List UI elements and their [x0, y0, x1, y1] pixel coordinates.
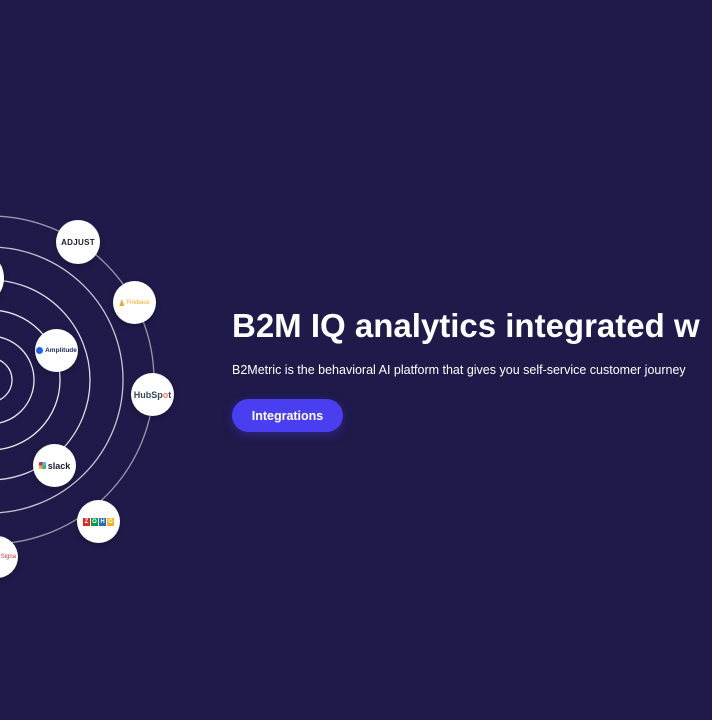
- integration-node-slack[interactable]: slack: [33, 444, 76, 487]
- integration-node-partial-bottom[interactable]: Signa: [0, 536, 18, 578]
- amplitude-logo-text: Amplitude: [45, 347, 77, 354]
- partial-logo-text: Signa: [0, 554, 16, 560]
- zoho-letter-h: H: [99, 517, 106, 526]
- hero-title: B2M IQ analytics integrated w: [232, 307, 700, 344]
- hubspot-logo-text-main: HubSp: [133, 389, 163, 400]
- zoho-letter-o2: O: [107, 517, 114, 526]
- orbit-ring-inner: [0, 359, 13, 401]
- amplitude-icon: [36, 347, 44, 354]
- orbit-ring-1: [0, 336, 35, 424]
- slack-logo-text: slack: [47, 460, 71, 471]
- zoho-letter-o1: O: [91, 517, 98, 526]
- integration-node-firebase[interactable]: Firebase: [113, 281, 156, 324]
- orbit-ring-outer: [0, 215, 155, 545]
- firebase-flame-icon: [119, 299, 125, 306]
- orbit-ring-2: [0, 310, 61, 450]
- hubspot-logo-text-end: t: [168, 389, 172, 400]
- adjust-logo-text: ADJUST: [61, 237, 95, 247]
- orbit-ring-3: [0, 279, 91, 481]
- orbit-ring-4: [0, 246, 124, 514]
- slack-icon: [38, 462, 46, 469]
- hero-description: B2Metric is the behavioral AI platform t…: [232, 363, 686, 377]
- integrations-button[interactable]: Integrations: [232, 399, 343, 432]
- integration-node-amplitude[interactable]: Amplitude: [35, 329, 78, 372]
- hubspot-sprocket-icon: o: [162, 389, 169, 400]
- integration-node-adjust[interactable]: ADJUST: [56, 220, 100, 264]
- integration-node-partial-top[interactable]: [0, 258, 4, 298]
- zoho-letter-z: Z: [83, 517, 90, 526]
- firebase-logo-text: Firebase: [126, 299, 150, 306]
